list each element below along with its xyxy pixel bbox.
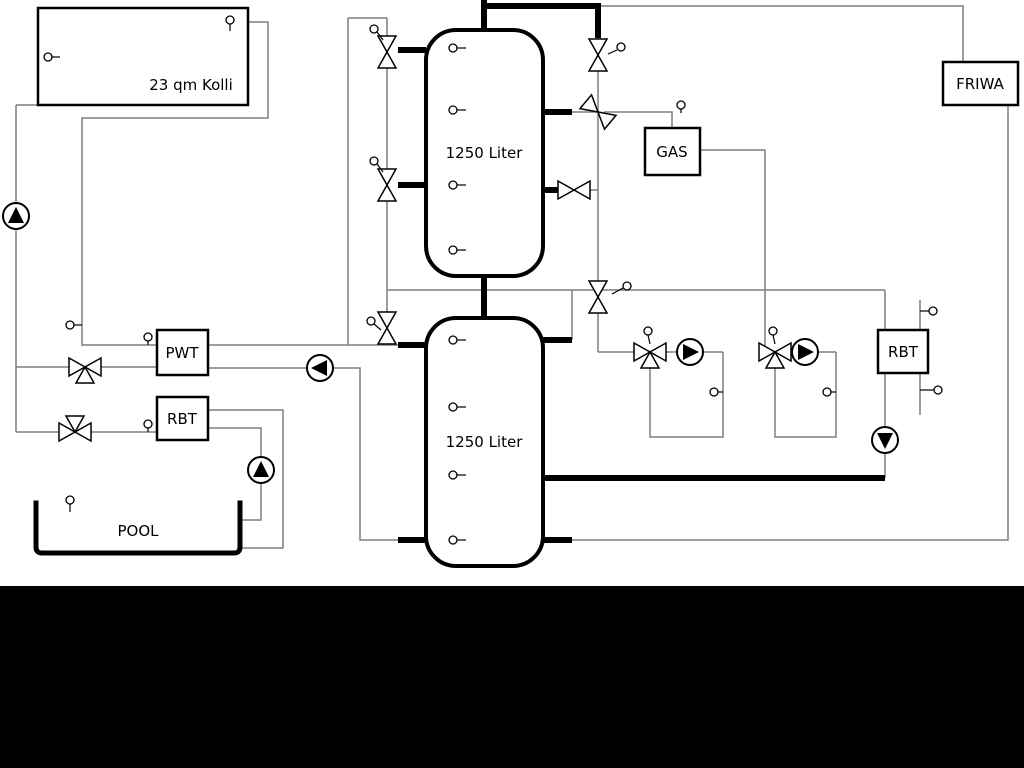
actuator-icon-hc2	[768, 326, 778, 336]
sensor-icon-tank2-s3	[448, 470, 458, 480]
pwt-heat-exchanger-box	[155, 328, 210, 377]
sensor-icon-hc2-return	[822, 387, 832, 397]
collector-label: 23 qm Kolli	[149, 76, 233, 94]
tank-top-label: 1250 Liter	[446, 144, 524, 162]
actuator-icon-hc1	[643, 326, 653, 336]
sensor-icon-pwt-inlet	[143, 332, 153, 342]
sensor-icon-solar-return	[65, 320, 75, 330]
buffer-tank-bottom	[424, 316, 545, 568]
sensor-icon-rbt-right-top	[928, 306, 938, 316]
friwa-label: FRIWA	[956, 75, 1004, 93]
sensor-icon-pool	[65, 495, 75, 505]
actuator-icon-valve2	[616, 42, 626, 52]
valve-hc2-branch	[764, 350, 786, 369]
pool-basin	[33, 500, 243, 556]
sensor-icon-rbt-inlet	[143, 419, 153, 429]
actuator-icon-valve4	[369, 156, 379, 166]
actuator-icon-valve6	[622, 281, 632, 291]
pump-solar-icon	[2, 202, 30, 230]
rbt-left-label: RBT	[167, 410, 198, 428]
rbt-right-label: RBT	[888, 343, 919, 361]
pump-pwt-icon	[306, 354, 334, 382]
buffer-tank-top	[424, 28, 545, 278]
actuator-icon-valve7	[366, 316, 376, 326]
sensor-icon-tank2-s1	[448, 335, 458, 345]
pump-pool-icon	[247, 456, 275, 484]
pump-rbt-right-icon	[871, 426, 899, 454]
valve-rbt-branch	[64, 415, 86, 434]
sensor-icon-tank1-s1	[448, 43, 458, 53]
hydraulic-schematic: 23 qm Kolli 1250 Liter 1250 Liter PWT RB…	[0, 0, 1024, 586]
pool-label: POOL	[117, 522, 159, 540]
sensor-icon-tank1-s4	[448, 245, 458, 255]
tank-bottom-label: 1250 Liter	[446, 433, 524, 451]
pwt-label: PWT	[165, 344, 199, 362]
pump-heating-circuit-1-icon	[676, 338, 704, 366]
sensor-icon-collector-top	[225, 15, 235, 25]
friwa-station-box	[941, 60, 1020, 107]
solar-collector-box	[36, 6, 250, 107]
sensor-icon-rbt-right-bottom	[933, 385, 943, 395]
gas-boiler-box	[643, 126, 702, 177]
valve-hc1-branch	[639, 350, 661, 369]
gas-label: GAS	[656, 143, 687, 161]
sensor-icon-gas-supply	[676, 100, 686, 110]
actuator-icon-valve1	[369, 24, 379, 34]
sensor-group	[43, 15, 943, 545]
pipes-gas-friwa-top	[560, 5, 964, 352]
sensor-icon-collector-left	[43, 52, 53, 62]
pump-heating-circuit-2-icon	[791, 338, 819, 366]
sensor-icon-hc1-return	[709, 387, 719, 397]
sensor-icon-tank2-s4	[448, 535, 458, 545]
valve-pwt-branch	[74, 365, 96, 384]
main-headers-and-tank-stubs	[398, 0, 885, 543]
sensor-icon-tank2-s2	[448, 402, 458, 412]
rbt-left-box	[155, 395, 210, 442]
sensor-icon-tank1-s3	[448, 180, 458, 190]
sensor-icon-tank1-s2	[448, 105, 458, 115]
rbt-right-box	[876, 328, 930, 375]
